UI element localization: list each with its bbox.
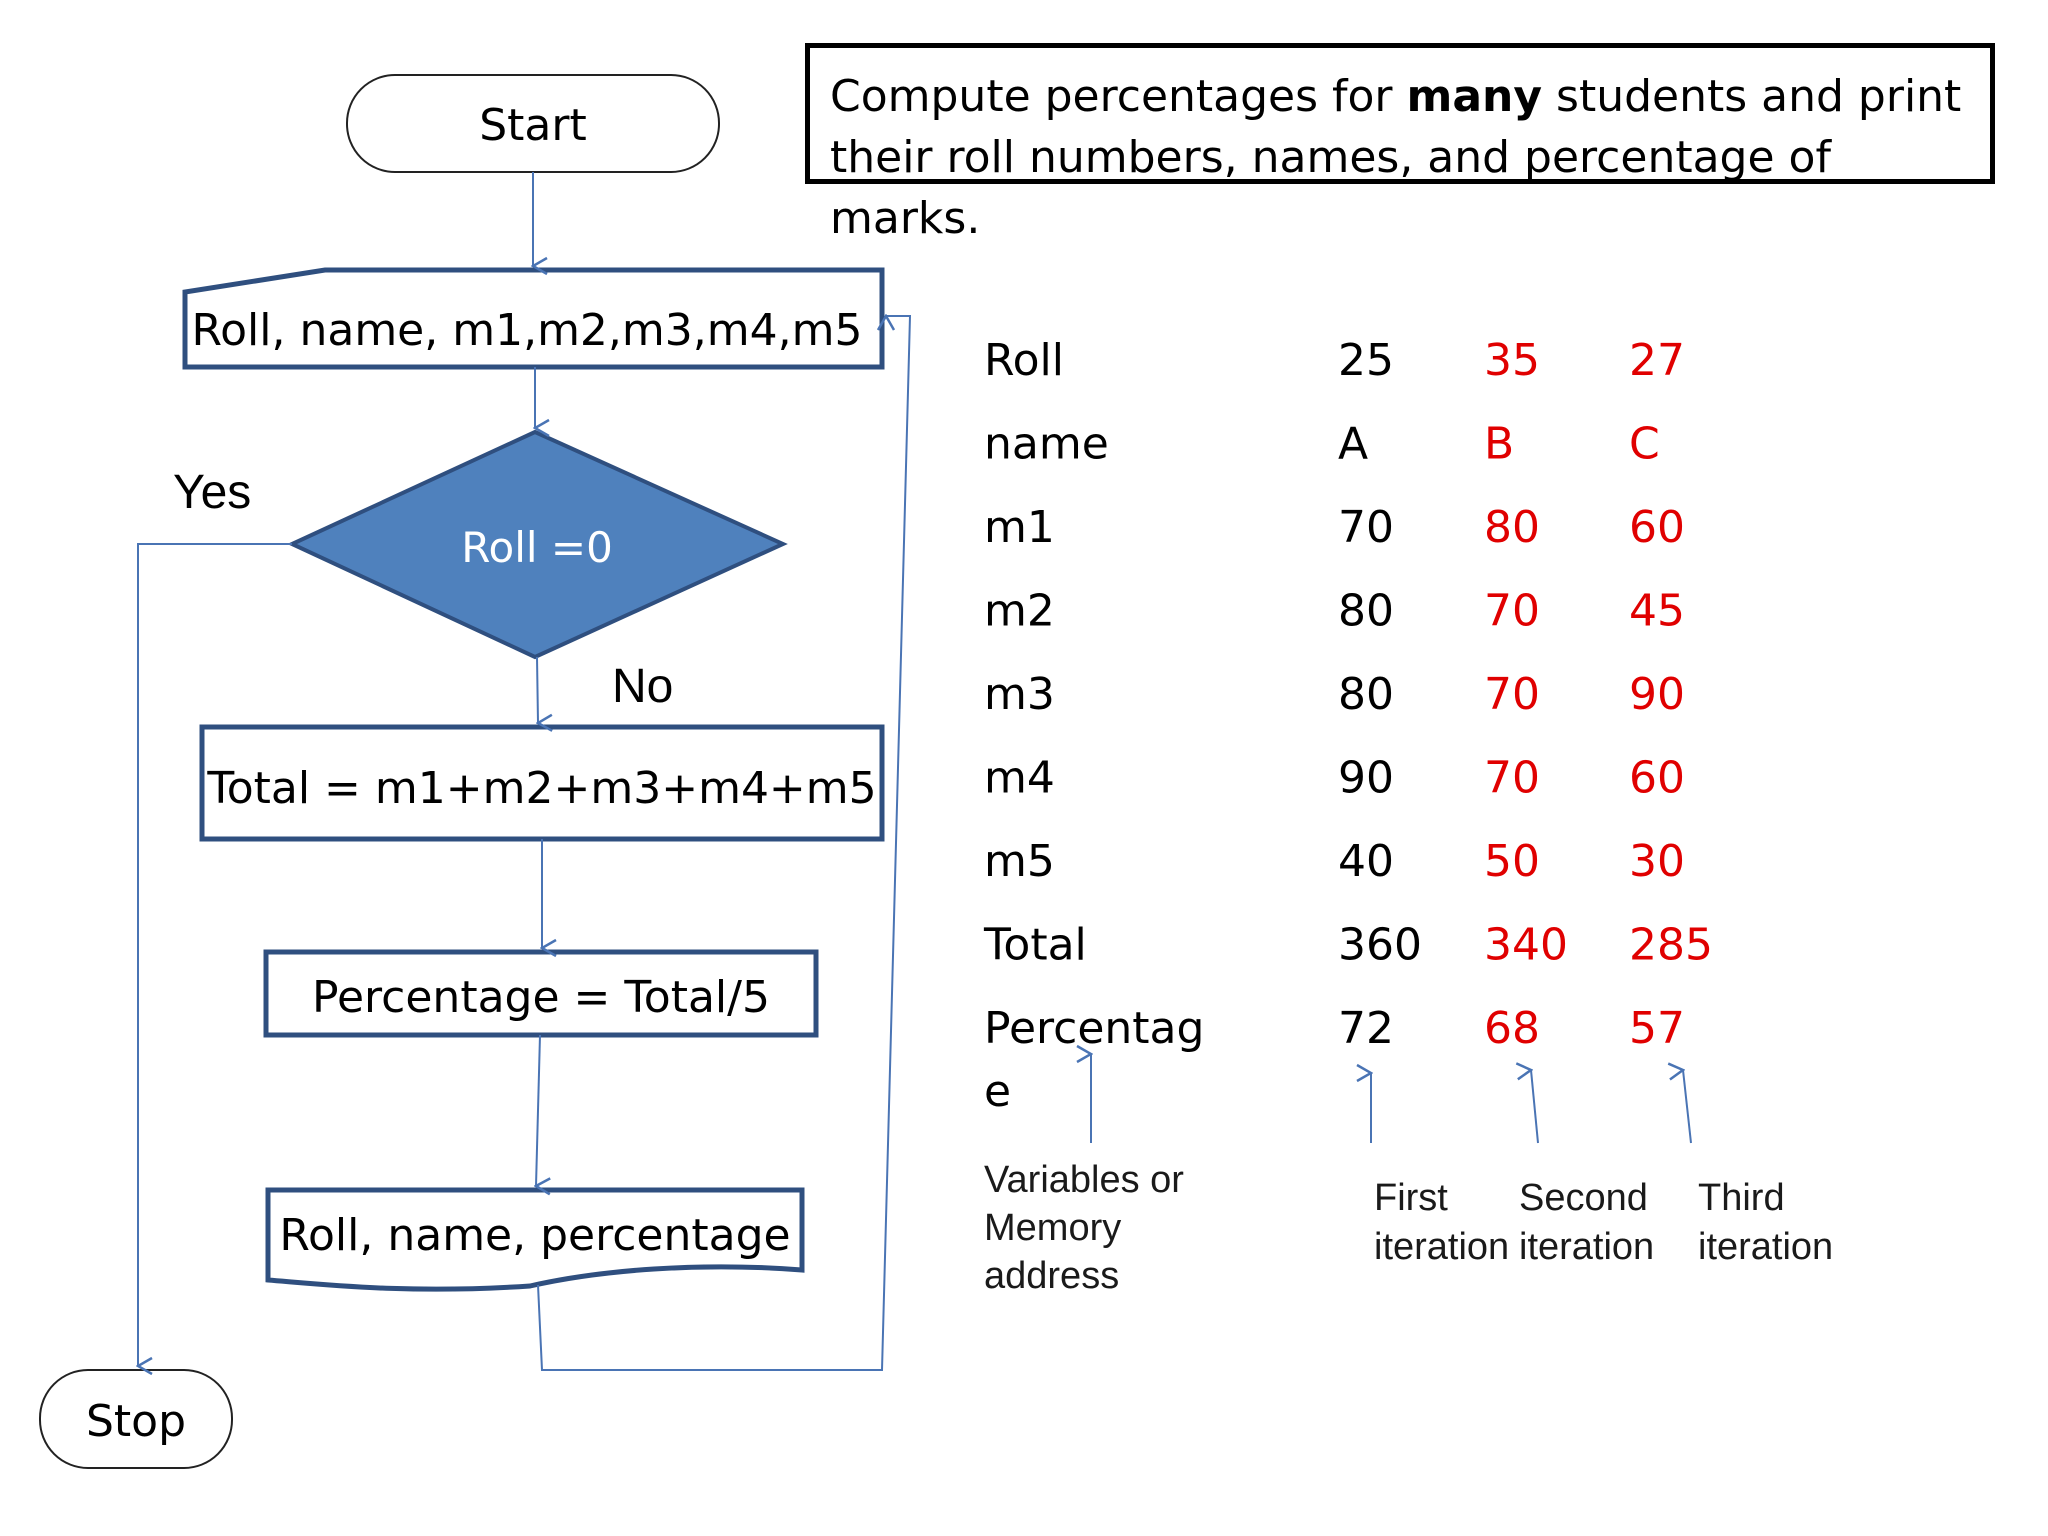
variable-name-label: m3 xyxy=(984,669,1055,720)
stop-label: Stop xyxy=(86,1396,186,1447)
arrow-second-iteration xyxy=(1531,1070,1539,1144)
percentage-label: Percentage = Total/5 xyxy=(312,972,770,1023)
trace-value-iteration-2: 340 xyxy=(1484,920,1568,971)
no-label: No xyxy=(612,660,673,713)
problem-text: Compute percentages for xyxy=(830,71,1407,122)
trace-value-iteration-1: 72 xyxy=(1338,1003,1394,1054)
variable-name-label: m5 xyxy=(984,836,1055,887)
trace-value-iteration-2: 70 xyxy=(1484,753,1540,804)
annotation-line: Variables or xyxy=(984,1159,1184,1201)
trace-table: Roll 25 35 27 name A B Cm1 70 80 60 m2 80 70 45 m3 80 70 9… xyxy=(983,335,1713,1117)
annotation-line: Third xyxy=(1698,1177,1785,1219)
first-iteration-annotation: First iteration xyxy=(1374,1177,1509,1268)
variables-annotation: Variables or Memory address xyxy=(984,1159,1195,1297)
variable-name-label: Total xyxy=(983,920,1087,971)
trace-value-iteration-3: 45 xyxy=(1629,586,1685,637)
trace-value-iteration-2: 35 xyxy=(1484,335,1540,386)
trace-value-iteration-1: 40 xyxy=(1338,836,1394,887)
variable-name-label: name xyxy=(984,419,1109,470)
yes-label: Yes xyxy=(173,466,251,519)
trace-value-iteration-1: 80 xyxy=(1338,586,1394,637)
trace-value-iteration-2: 68 xyxy=(1484,1003,1540,1054)
trace-value-iteration-1: 25 xyxy=(1338,335,1394,386)
trace-value-iteration-3: C xyxy=(1629,419,1660,470)
annotation-line: address xyxy=(984,1255,1119,1297)
problem-statement: Compute percentages for many students an… xyxy=(805,43,1995,244)
trace-value-iteration-3: 57 xyxy=(1629,1003,1685,1054)
decision-diamond xyxy=(287,429,788,660)
annotation-line: iteration xyxy=(1698,1226,1833,1268)
annotation-line: iteration xyxy=(1374,1226,1509,1268)
trace-value-iteration-3: 285 xyxy=(1629,920,1713,971)
variable-name-label: Roll xyxy=(984,335,1064,386)
trace-value-iteration-2: 80 xyxy=(1484,502,1540,553)
decision-label: Roll =0 xyxy=(461,523,613,572)
start-label: Start xyxy=(479,100,587,151)
trace-value-iteration-3: 27 xyxy=(1629,335,1685,386)
trace-value-iteration-2: B xyxy=(1484,419,1514,470)
problem-line-2: their roll numbers, names, and percentag… xyxy=(830,132,1831,244)
arrow-yes-to-stop xyxy=(138,543,292,1366)
input-label: Roll, name, m1,m2,m3,m4,m5 xyxy=(192,305,863,356)
trace-value-iteration-1: 90 xyxy=(1338,753,1394,804)
output-box xyxy=(265,1187,805,1292)
variable-name-label: Percentag xyxy=(984,1003,1204,1054)
trace-value-iteration-2: 50 xyxy=(1484,836,1540,887)
percentage-process-box xyxy=(263,949,819,1038)
variable-name-label: m2 xyxy=(984,586,1055,637)
annotation-line: Memory xyxy=(984,1207,1121,1249)
third-iteration-annotation: Third iteration xyxy=(1698,1177,1833,1268)
annotation-line: First xyxy=(1374,1177,1448,1219)
annotation-line: Second xyxy=(1519,1177,1648,1219)
variable-name-label: m1 xyxy=(984,502,1055,553)
trace-value-iteration-1: 80 xyxy=(1338,669,1394,720)
trace-value-iteration-1: A xyxy=(1338,419,1368,470)
arrow-decision-to-total xyxy=(537,656,538,723)
trace-value-iteration-1: 360 xyxy=(1338,920,1422,971)
trace-value-iteration-1: 70 xyxy=(1338,502,1394,553)
output-label: Roll, name, percentage xyxy=(279,1210,790,1261)
variable-name-label: m4 xyxy=(984,753,1055,804)
trace-value-iteration-3: 60 xyxy=(1629,753,1685,804)
problem-emphasis: many xyxy=(1406,71,1543,122)
trace-value-iteration-2: 70 xyxy=(1484,669,1540,720)
total-process-box xyxy=(199,724,885,842)
trace-value-iteration-3: 60 xyxy=(1629,502,1685,553)
arrow-percentage-to-output xyxy=(536,1034,540,1186)
annotation-line: iteration xyxy=(1519,1226,1654,1268)
arrow-loop-back xyxy=(537,316,912,1371)
trace-value-iteration-3: 90 xyxy=(1629,669,1685,720)
total-label: Total = m1+m2+m3+m4+m5 xyxy=(206,763,876,814)
trace-value-iteration-3: 30 xyxy=(1629,836,1685,887)
arrow-third-iteration xyxy=(1683,1070,1692,1144)
problem-line-1: Compute percentages for many students an… xyxy=(830,66,1990,127)
second-iteration-annotation: Second iteration xyxy=(1519,1177,1658,1268)
variable-name-label: e xyxy=(984,1066,1011,1117)
problem-text: students and print xyxy=(1542,71,1962,122)
trace-value-iteration-2: 70 xyxy=(1484,586,1540,637)
